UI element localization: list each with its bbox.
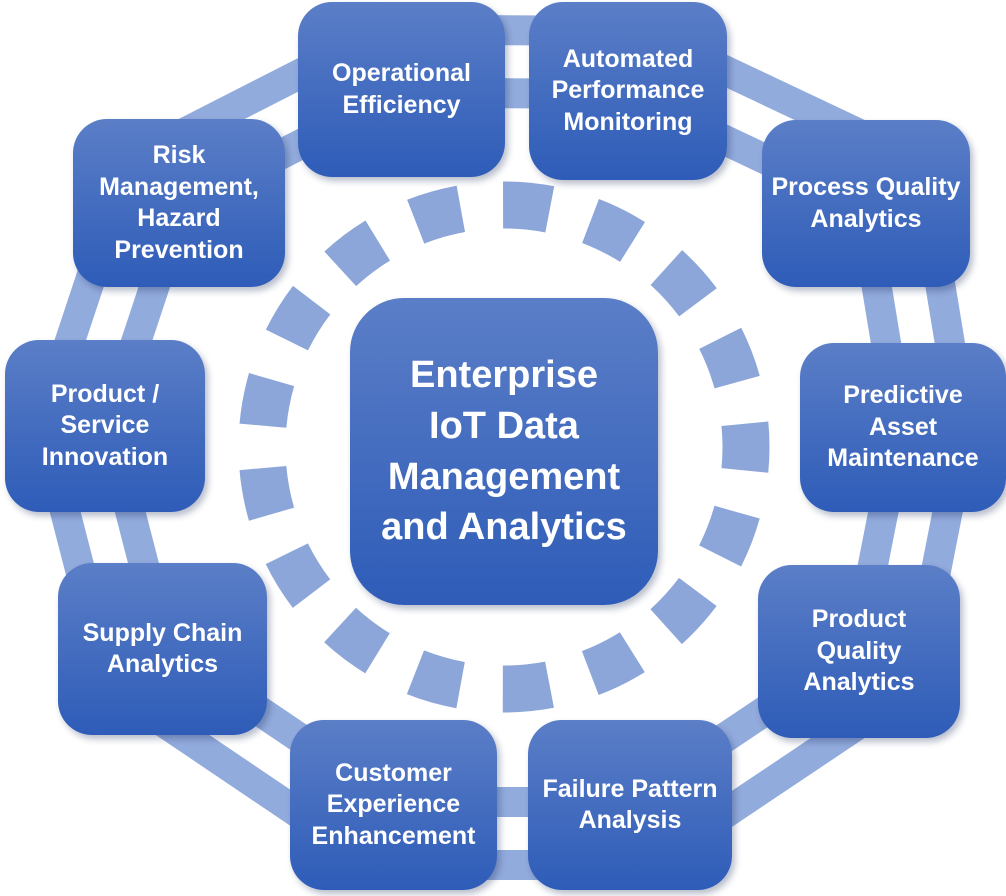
node-label-predictive-asset-maintenance: Predictive Asset Maintenance xyxy=(827,381,979,473)
node-customer-experience-enhancement: Customer Experience Enhancement xyxy=(290,720,497,890)
node-failure-pattern-analysis: Failure Pattern Analysis xyxy=(528,720,732,890)
node-product-service-innovation: Product / Service Innovation xyxy=(5,340,205,512)
node-automated-performance-monitoring: Automated Performance Monitoring xyxy=(529,2,727,180)
node-label-supply-chain-analytics: Supply Chain Analytics xyxy=(82,618,243,679)
node-label-product-service-innovation: Product / Service Innovation xyxy=(41,379,169,471)
node-process-quality-analytics: Process Quality Analytics xyxy=(762,120,970,287)
node-predictive-asset-maintenance: Predictive Asset Maintenance xyxy=(800,343,1006,512)
node-product-quality-analytics: Product Quality Analytics xyxy=(758,565,960,738)
center-node: Enterprise IoT Data Management and Analy… xyxy=(350,298,658,605)
node-risk-management-hazard-prevention: Risk Management, Hazard Prevention xyxy=(73,119,285,287)
node-label-customer-experience-enhancement: Customer Experience Enhancement xyxy=(311,758,476,850)
node-label-operational-efficiency: Operational Efficiency xyxy=(332,59,471,119)
center-node-label: Enterprise IoT Data Management and Analy… xyxy=(381,354,627,549)
node-supply-chain-analytics: Supply Chain Analytics xyxy=(58,563,267,735)
node-label-risk-management-hazard-prevention: Risk Management, Hazard Prevention xyxy=(99,141,259,264)
node-label-product-quality-analytics: Product Quality Analytics xyxy=(803,605,915,697)
node-operational-efficiency: Operational Efficiency xyxy=(298,2,505,177)
dashed-ring xyxy=(238,181,770,713)
node-label-automated-performance-monitoring: Automated Performance Monitoring xyxy=(551,44,705,136)
node-label-process-quality-analytics: Process Quality Analytics xyxy=(771,173,961,233)
node-label-failure-pattern-analysis: Failure Pattern Analysis xyxy=(542,774,718,835)
